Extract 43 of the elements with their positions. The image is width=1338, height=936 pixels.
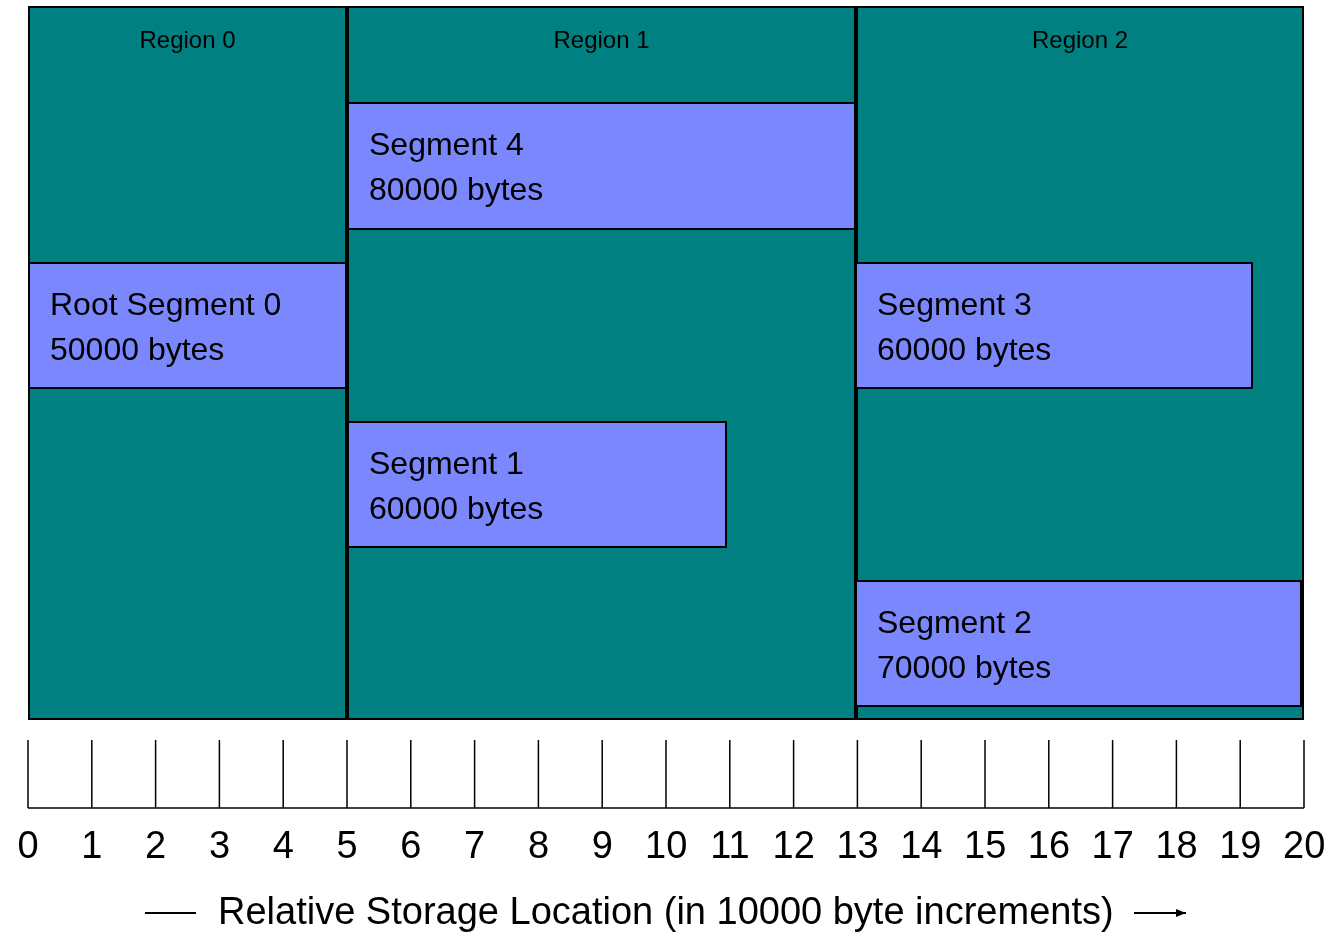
region-block xyxy=(347,6,856,720)
segment-box xyxy=(855,580,1302,707)
segment-size: 60000 bytes xyxy=(877,330,1052,369)
segment-name: Segment 4 xyxy=(369,125,524,164)
tick-label: 9 xyxy=(591,824,613,867)
segment-name: Segment 3 xyxy=(877,285,1032,324)
region-block xyxy=(28,6,347,720)
segment-box xyxy=(347,102,856,230)
segment-size: 70000 bytes xyxy=(877,648,1052,687)
segment-box xyxy=(28,262,347,389)
tick-label: 7 xyxy=(464,824,486,867)
tick-label: 11 xyxy=(710,824,750,867)
tick-label: 14 xyxy=(900,824,943,867)
tick-label: 2 xyxy=(145,824,167,867)
tick-label: 17 xyxy=(1091,824,1134,867)
tick-label: 15 xyxy=(964,824,1007,867)
segment-size: 50000 bytes xyxy=(50,330,225,369)
segment-box xyxy=(347,421,727,548)
tick-label: 10 xyxy=(645,824,688,867)
region-title: Region 2 xyxy=(1031,26,1129,54)
segment-name: Segment 1 xyxy=(369,444,524,483)
segment-box xyxy=(855,262,1253,389)
tick-label: 12 xyxy=(772,824,815,867)
region-title: Region 1 xyxy=(553,26,650,54)
axis-title: Relative Storage Location (in 10000 byte increments) xyxy=(218,890,1114,933)
tick-label: 20 xyxy=(1283,824,1326,867)
tick-label: 19 xyxy=(1219,824,1262,867)
tick-label: 1 xyxy=(81,824,103,867)
tick-label: 0 xyxy=(17,824,39,867)
tick-label: 4 xyxy=(272,824,294,867)
region-block xyxy=(856,6,1304,720)
tick-label: 16 xyxy=(1027,824,1071,867)
tick-label: 5 xyxy=(336,824,358,867)
segment-name: Segment 2 xyxy=(877,603,1032,642)
segment-name: Root Segment 0 xyxy=(50,285,282,324)
tick-label: 8 xyxy=(527,824,550,867)
tick-label: 3 xyxy=(208,824,231,867)
tick-label: 13 xyxy=(836,824,879,867)
region-title: Region 0 xyxy=(139,26,236,54)
segment-size: 80000 bytes xyxy=(369,170,544,209)
segment-size: 60000 bytes xyxy=(369,489,544,528)
tick-label: 6 xyxy=(400,824,422,867)
tick-label: 18 xyxy=(1155,824,1198,867)
